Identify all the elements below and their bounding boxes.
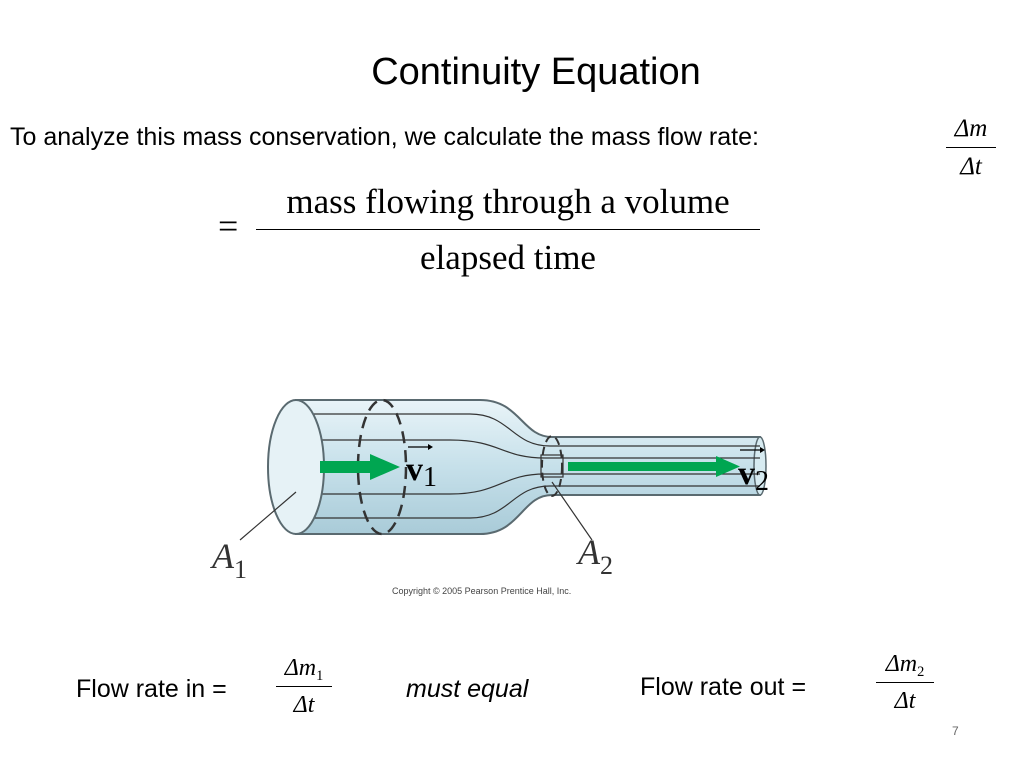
flow-rate-in-fraction: Δm1 Δt — [276, 656, 332, 717]
label-a2: A2 — [576, 532, 613, 580]
fraction-bar — [946, 147, 996, 148]
cross-section-1 — [356, 398, 408, 536]
flow-out-numerator-sub: 2 — [917, 664, 925, 681]
velocity-arrow-2 — [568, 456, 740, 477]
label-a1-letter: A — [210, 536, 235, 576]
cross-section-2 — [541, 435, 563, 497]
intro-text: To analyze this mass conservation, we ca… — [10, 123, 759, 151]
flow-out-fraction-bar — [876, 682, 934, 683]
label-a1: A1 — [210, 536, 247, 584]
pipe-flow-diagram: v1 v2 A1 A2 — [210, 398, 769, 584]
definition-numerator: mass flowing through a volume — [286, 182, 730, 221]
flow-out-denominator: Δt — [894, 688, 916, 714]
flow-in-numerator-main: Δm — [284, 655, 317, 681]
flow-out-numerator: Δm2 — [876, 652, 934, 682]
flow-rate-out-fraction: Δm2 Δt — [876, 652, 934, 713]
label-v2-letter: v — [738, 455, 755, 492]
leader-line-a1 — [239, 491, 297, 541]
flow-in-numerator: Δm1 — [276, 656, 332, 686]
flow-in-denominator: Δt — [293, 692, 315, 718]
label-v1-sub: 1 — [423, 462, 437, 493]
label-v2-sub: 2 — [755, 466, 769, 497]
page-number: 7 — [952, 724, 959, 738]
figure-copyright: Copyright © 2005 Pearson Prentice Hall, … — [392, 586, 572, 596]
definition-fraction: mass flowing through a volume elapsed ti… — [256, 184, 760, 275]
definition-denominator: elapsed time — [420, 238, 596, 277]
mass-flow-rate-fraction: Δm Δt — [946, 116, 996, 179]
label-v1: v1 — [406, 451, 437, 493]
cross-section-2-box — [540, 454, 564, 478]
flow-rate-out-label: Flow rate out = — [640, 673, 807, 701]
flow-in-numerator-sub: 1 — [316, 668, 324, 685]
equals-sign: = — [218, 206, 239, 246]
slide-title: Continuity Equation — [371, 51, 701, 93]
label-v1-letter: v — [406, 451, 423, 488]
flow-out-numerator-main: Δm — [885, 651, 918, 677]
fraction-numerator: Δm — [954, 115, 988, 142]
label-v2: v2 — [738, 455, 769, 497]
pipe-outlet — [753, 436, 767, 496]
vector-arrow-v2 — [740, 447, 765, 453]
must-equal-text: must equal — [406, 675, 529, 703]
leader-line-a2 — [551, 481, 593, 541]
vector-arrow-v1 — [408, 444, 433, 450]
label-a2-letter: A — [576, 532, 601, 572]
fraction-denominator: Δt — [960, 153, 982, 180]
flow-rate-in-label: Flow rate in = — [76, 675, 227, 703]
label-a2-sub: 2 — [600, 551, 613, 580]
area-a1-face — [267, 399, 325, 535]
flow-in-fraction-bar — [276, 686, 332, 687]
label-a1-sub: 1 — [234, 555, 247, 584]
definition-fraction-bar — [256, 229, 760, 230]
velocity-arrow-1 — [320, 454, 400, 480]
